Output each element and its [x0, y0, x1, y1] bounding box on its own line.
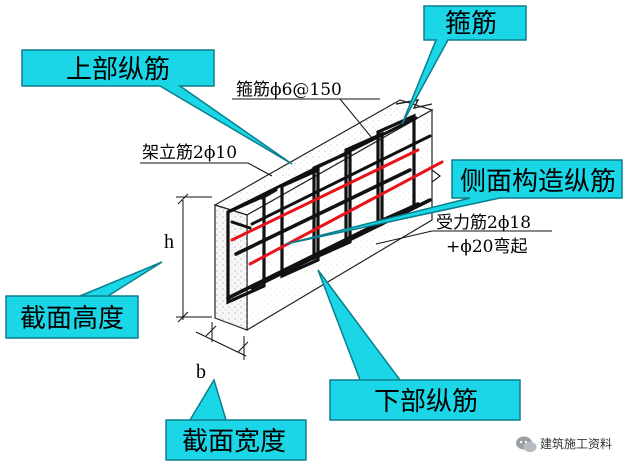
label-leaders: [140, 98, 552, 245]
dimension-b: [195, 322, 249, 360]
callout-section-height-text: 截面高度: [20, 304, 124, 334]
callout-side-longitudinal-text: 侧面构造纵筋: [460, 167, 616, 197]
stirrup-spec-label: 箍筋ϕ6@150: [236, 80, 342, 100]
main-bar-label-line1: 受力筋2ϕ18: [436, 213, 531, 233]
callout-stirrup-text: 箍筋: [445, 9, 497, 39]
callout-top-longitudinal-text: 上部纵筋: [66, 55, 170, 85]
break-symbol: [395, 99, 433, 110]
callout-stirrup: 箍筋: [401, 5, 527, 125]
callout-section-height: 截面高度: [5, 261, 163, 339]
callout-section-width-text: 截面宽度: [182, 427, 286, 457]
wechat-icon: [516, 436, 537, 453]
callout-bottom-longitudinal: 下部纵筋: [317, 269, 521, 421]
dimension-h: [176, 193, 212, 323]
callout-bottom-longitudinal-text: 下部纵筋: [374, 387, 478, 417]
dim-h-label: h: [164, 231, 174, 253]
callout-section-width: 截面宽度: [165, 378, 307, 461]
main-bar-label-line2: +ϕ20弯起: [446, 237, 527, 257]
side-structural-bars: [230, 148, 444, 266]
erection-bars: [226, 116, 432, 226]
watermark: 建筑施工资料: [516, 436, 612, 453]
watermark-text: 建筑施工资料: [540, 436, 612, 451]
callout-top-longitudinal: 上部纵筋: [21, 49, 293, 165]
erection-bar-label: 架立筋2ϕ10: [142, 143, 237, 163]
callout-side-longitudinal: 侧面构造纵筋: [285, 159, 623, 245]
dim-b-label: b: [196, 361, 206, 383]
